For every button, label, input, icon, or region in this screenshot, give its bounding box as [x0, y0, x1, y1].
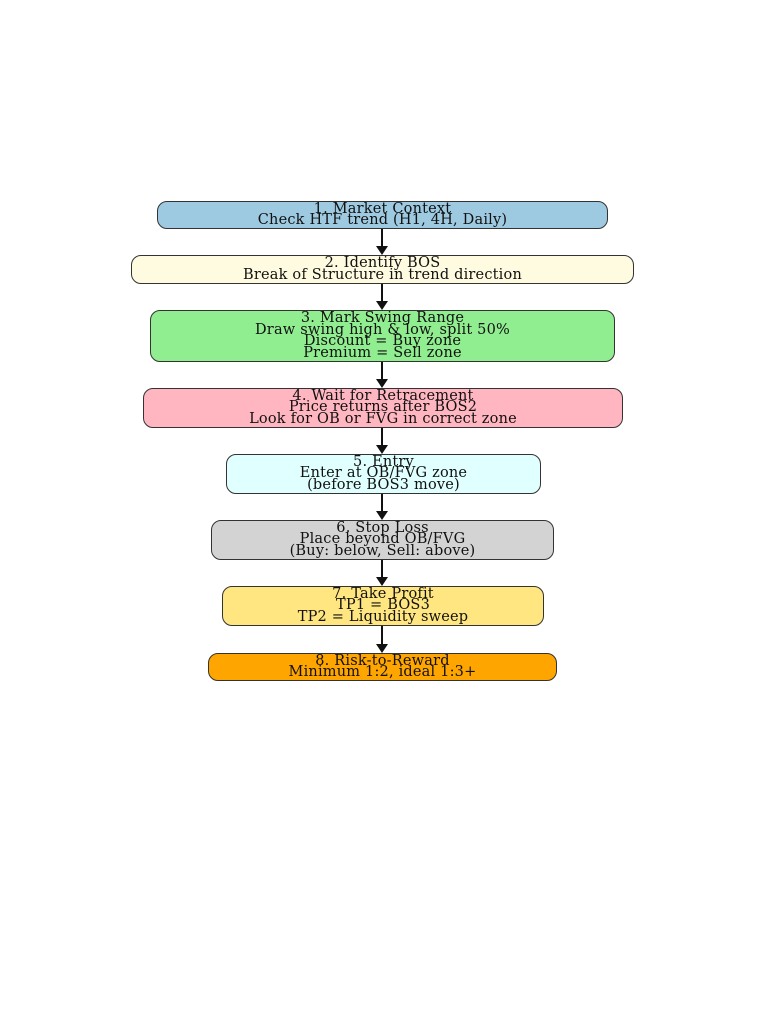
step-6-title: 6. Stop Loss: [336, 519, 429, 536]
step-2-line-2: Break of Structure in trend direction: [243, 266, 522, 283]
step-7-line-2: TP1 = BOS3: [336, 597, 430, 614]
step-3-line-4: Premium = Sell zone: [303, 344, 462, 361]
arrow-3-to-4: [376, 362, 388, 388]
arrow-1-to-2: [376, 229, 388, 255]
step-4-title: 4. Wait for Retracement: [292, 387, 474, 404]
step-2-title: 2. Identify BOS: [324, 255, 441, 271]
arrow-2-to-3: [376, 284, 388, 310]
arrow-6-to-7: [376, 560, 388, 586]
step-1-title: 1. Market Context: [313, 200, 452, 217]
step-8-title: 8. Risk-to-Reward: [315, 652, 450, 669]
arrow-4-to-5: [376, 428, 388, 454]
step-6-stop-loss: 6. Stop Loss Place beyond OB/FVG (Buy: b…: [211, 520, 554, 560]
step-1-market-context: 1. Market Context Check HTF trend (H1, 4…: [157, 201, 608, 229]
step-2-identify-bos: 2. Identify BOS Break of Structure in tr…: [131, 255, 634, 284]
step-5-line-2: Enter at OB/FVG zone: [299, 465, 468, 482]
step-4-line-3: Look for OB or FVG in correct zone: [249, 410, 517, 427]
step-3-line-3: Discount = Buy zone: [303, 333, 462, 349]
step-7-line-3: TP2 = Liquidity sweep: [297, 608, 469, 625]
step-5-line-3: (before BOS3 move): [307, 476, 460, 493]
step-5-title: 5. Entry: [353, 453, 414, 470]
step-5-entry: 5. Entry Enter at OB/FVG zone (before BO…: [226, 454, 541, 494]
step-6-line-2: Place beyond OB/FVG: [299, 531, 466, 548]
step-8-risk-to-reward: 8. Risk-to-Reward Minimum 1:2, ideal 1:3…: [208, 653, 557, 681]
step-7-title: 7. Take Profit: [332, 585, 434, 602]
arrow-5-to-6: [376, 494, 388, 520]
arrow-7-to-8: [376, 626, 388, 653]
step-4-line-2: Price returns after BOS2: [288, 399, 478, 416]
step-3-mark-swing-range: 3. Mark Swing Range Draw swing high & lo…: [150, 310, 615, 362]
step-1-line-2: Check HTF trend (H1, 4H, Daily): [257, 212, 508, 228]
step-8-line-2: Minimum 1:2, ideal 1:3+: [288, 664, 477, 680]
step-4-wait-for-retracement: 4. Wait for Retracement Price returns af…: [143, 388, 623, 428]
step-7-take-profit: 7. Take Profit TP1 = BOS3 TP2 = Liquidit…: [222, 586, 544, 626]
step-6-line-3: (Buy: below, Sell: above): [289, 542, 476, 559]
step-3-line-2: Draw swing high & low, split 50%: [254, 321, 510, 338]
step-3-title: 3. Mark Swing Range: [300, 310, 465, 326]
